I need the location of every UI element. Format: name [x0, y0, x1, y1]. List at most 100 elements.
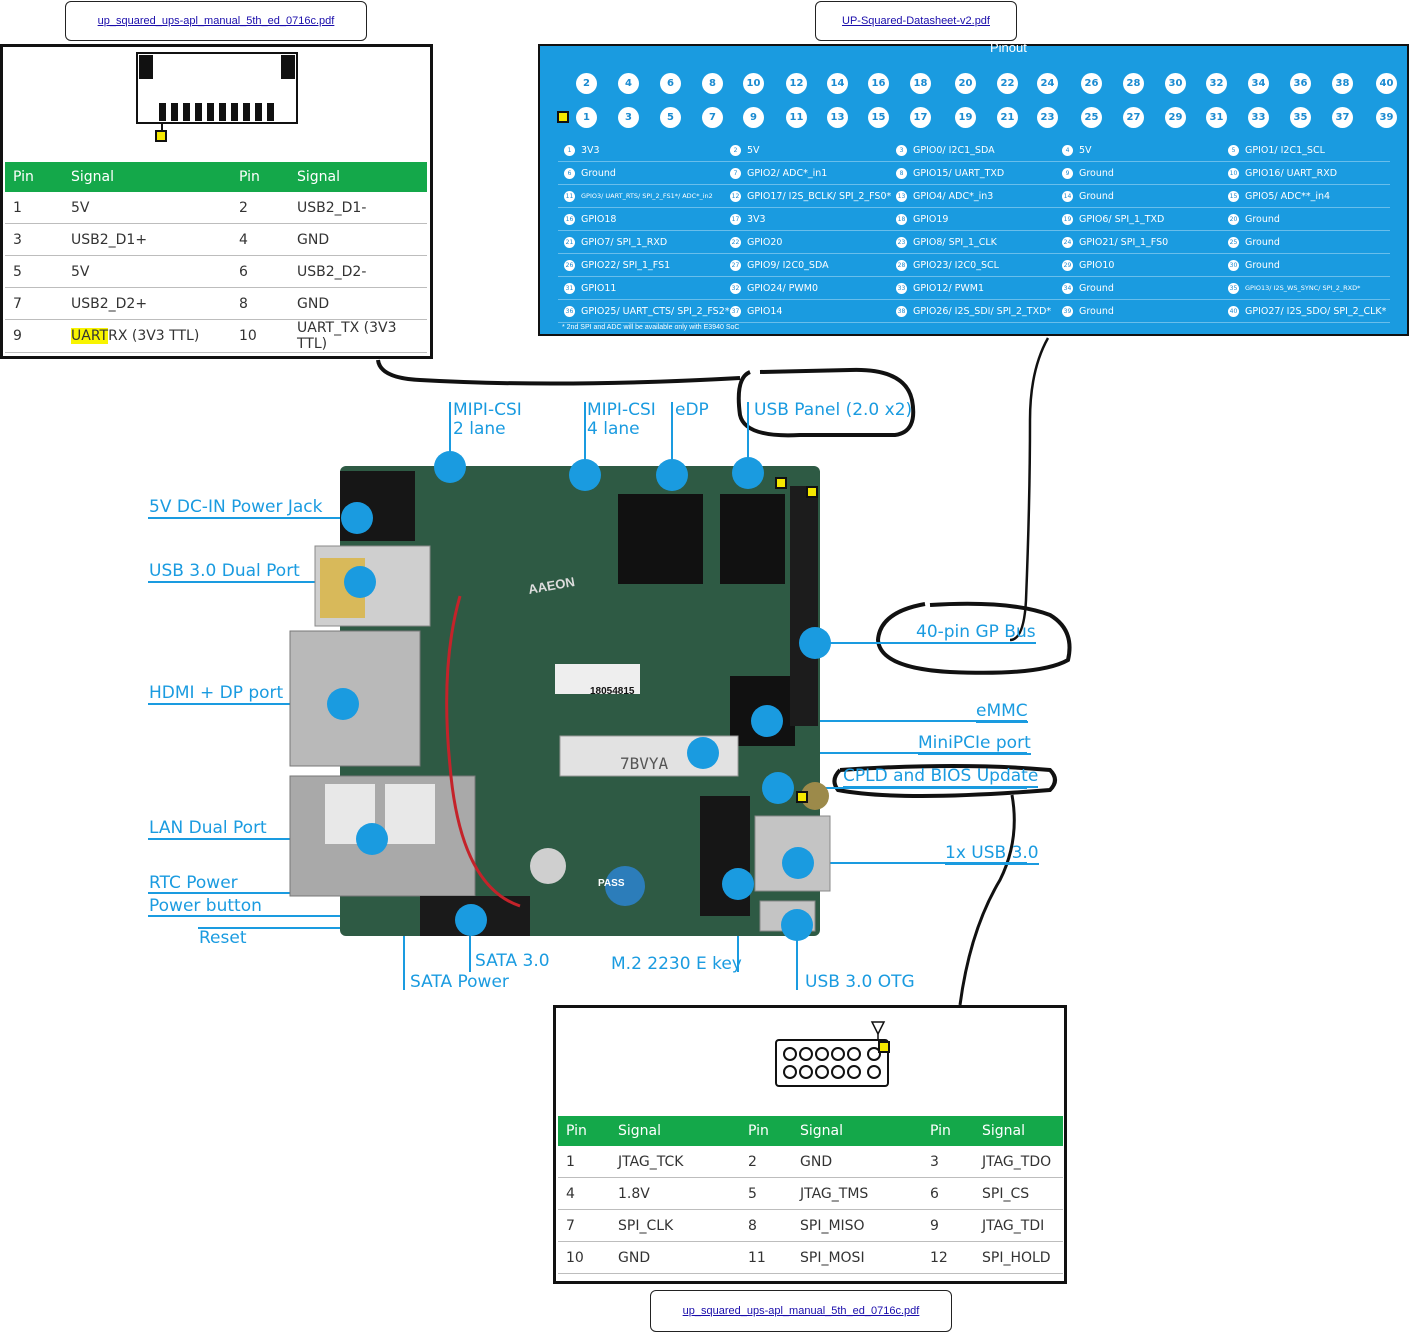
usb-panel-label: USB Panel (2.0 x2): [754, 400, 913, 420]
pin-circle-odd: 27: [1123, 107, 1144, 128]
cell: 4: [558, 1177, 610, 1210]
gpio-row-divider: [558, 253, 1390, 254]
cell: 10: [558, 1241, 610, 1274]
header-marker-1: [775, 477, 787, 489]
emmc-label: eMMC: [976, 701, 1028, 723]
cell: 1: [5, 192, 63, 224]
highlighted-text: UART: [71, 328, 109, 344]
pin-circle-odd: 15: [868, 107, 889, 128]
cell: 12: [922, 1241, 974, 1274]
gpio-pin-badge: 39: [1062, 305, 1073, 317]
gpio-signal: GPIO19: [913, 213, 949, 225]
gpio-signal: GPIO10: [1079, 259, 1115, 271]
pin-circle-odd: 17: [910, 107, 931, 128]
gpio-pin-badge: 15: [1228, 190, 1239, 202]
cell: 2: [740, 1146, 792, 1178]
cell: 5: [740, 1177, 792, 1210]
gpio-pin-badge: 22: [730, 236, 741, 248]
manual-link-bottom[interactable]: up_squared_ups-apl_manual_5th_ed_0716c.p…: [682, 1305, 920, 1317]
datasheet-link[interactable]: UP-Squared-Datasheet-v2.pdf: [842, 15, 990, 27]
lan-dot: [356, 823, 388, 855]
otg-label: USB 3.0 OTG: [805, 972, 915, 992]
power-button-label: Power button: [149, 896, 262, 916]
gpio-pin-badge: 6: [564, 167, 575, 179]
gpio-pin-badge: 1: [564, 144, 575, 156]
gpio-signal: GPIO27/ I2S_SDO/ SPI_2_CLK*: [1245, 305, 1387, 317]
gpio-pin-badge: 23: [896, 236, 907, 248]
gp-bus-label: 40-pin GP Bus: [916, 622, 1036, 644]
pin-circle-odd: 33: [1248, 107, 1269, 128]
manual-link-box-bottom[interactable]: up_squared_ups-apl_manual_5th_ed_0716c.p…: [650, 1290, 952, 1332]
hdmi-dot: [327, 688, 359, 720]
gpio-pin-badge: 2: [730, 144, 741, 156]
col-header: Pin: [558, 1116, 610, 1146]
pin-circle-even: 6: [660, 73, 681, 94]
header-marker-2: [806, 486, 818, 498]
gpio-signal: GPIO25/ UART_CTS/ SPI_2_FS2*: [581, 305, 730, 317]
gpio-pin-badge: 18: [896, 213, 907, 225]
cell: 6: [922, 1177, 974, 1210]
gpio-pin-badge: 29: [1062, 259, 1073, 271]
gpio-signal: 3V3: [747, 213, 766, 225]
gpio-pin-badge: 26: [564, 259, 575, 271]
gpio-pin-badge: 36: [564, 305, 575, 317]
cell-text: RX (3V3 TTL): [108, 328, 200, 344]
cell: 3: [5, 223, 63, 256]
gpio-cell: 18 GPIO19: [892, 208, 1056, 230]
manual-link-top[interactable]: up_squared_ups-apl_manual_5th_ed_0716c.p…: [97, 15, 335, 27]
gpio-cell: 23 GPIO8/ SPI_1_CLK: [892, 231, 1056, 253]
datasheet-link-box[interactable]: UP-Squared-Datasheet-v2.pdf: [815, 1, 1017, 41]
gp-bus-dot: [799, 627, 831, 659]
usb-header-diagram: [136, 52, 298, 131]
gpio-row-divider: [558, 299, 1390, 300]
pin-circle-odd: 25: [1081, 107, 1102, 128]
board-drawing: [289, 466, 831, 936]
pin1-marker: [155, 130, 167, 142]
gpio-pin-badge: 4: [1062, 144, 1073, 156]
pin-circle-odd: 11: [786, 107, 807, 128]
gpio-pin-badge: 9: [1062, 167, 1073, 179]
gpio-row-divider: [558, 184, 1390, 185]
gpio-pin-badge: 21: [564, 236, 575, 248]
col-header: Pin: [231, 162, 289, 192]
cell: JTAG_TCK: [610, 1146, 740, 1178]
pin-circle-even: 26: [1081, 73, 1102, 94]
col-header: Signal: [974, 1116, 1063, 1146]
gpio-cell: 29 GPIO10: [1058, 254, 1222, 276]
pin-circle-even: 10: [743, 73, 764, 94]
gpio-signal: GPIO8/ SPI_1_CLK: [913, 236, 997, 248]
pin-circle-odd: 31: [1206, 107, 1227, 128]
cell: GND: [792, 1146, 922, 1178]
gpio-signal: GPIO17/ I2S_BCLK/ SPI_2_FS0*: [747, 190, 892, 202]
board-code-text: 7BVYA: [620, 754, 669, 773]
board-serial-text: 18054815: [590, 686, 635, 697]
pin-circle-even: 2: [576, 73, 597, 94]
pin-circle-even: 28: [1123, 73, 1144, 94]
manual-link-box-top[interactable]: up_squared_ups-apl_manual_5th_ed_0716c.p…: [65, 1, 367, 41]
pin-circle-odd: 35: [1290, 107, 1311, 128]
cell: 3: [922, 1146, 974, 1178]
gpio-signal: Ground: [1079, 282, 1114, 294]
gpio-pin-badge: 31: [564, 282, 575, 294]
gpio-pin-badge: 19: [1062, 213, 1073, 225]
minipcie-dot: [687, 737, 719, 769]
gpio-row-divider: [558, 276, 1390, 277]
gpio-signal: GPIO0/ I2C1_SDA: [913, 144, 995, 156]
board-pass-text: PASS: [598, 878, 625, 889]
gpio-signal: Ground: [1245, 236, 1280, 248]
cell: 9: [5, 319, 63, 353]
cell: GND: [289, 287, 427, 320]
pin-circle-odd: 23: [1037, 107, 1058, 128]
